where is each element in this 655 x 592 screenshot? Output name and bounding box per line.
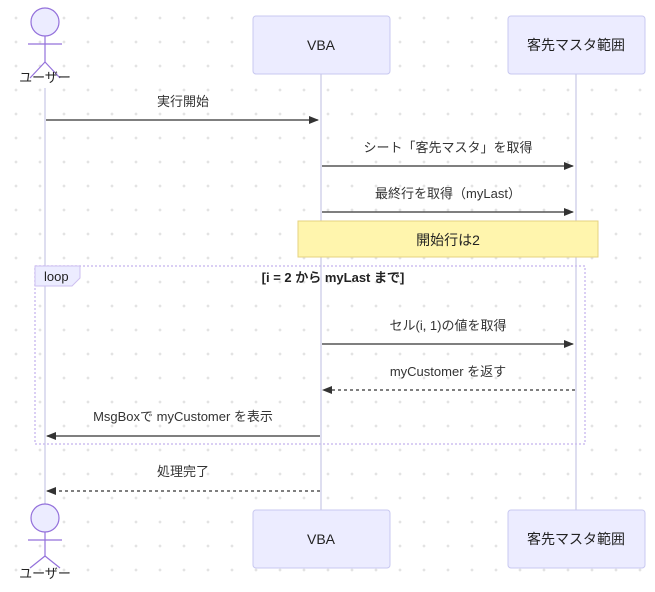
actor-user-bottom-label: ユーザー	[19, 566, 71, 581]
message-5: myCustomer を返す	[322, 364, 575, 394]
actor-user-label: ユーザー	[19, 70, 71, 85]
participant-range-bottom: 客先マスタ範囲	[507, 509, 646, 569]
message-7: 処理完了	[46, 464, 320, 495]
message-1: 実行開始	[46, 94, 319, 124]
loop-tab	[34, 265, 81, 287]
message-2: シート「客先マスタ」を取得	[322, 140, 574, 170]
note-box	[297, 220, 599, 258]
participant-vba-top: VBA	[252, 15, 391, 75]
message-6-text: MsgBoxで myCustomer を表示	[93, 409, 273, 424]
participant-range-bottom-label: 客先マスタ範囲	[527, 531, 625, 547]
message-4: セル(i, 1)の値を取得	[322, 318, 574, 348]
actor-user-top: ユーザー	[19, 7, 71, 85]
participant-vba-bottom-label: VBA	[307, 531, 336, 547]
message-3-text: 最終行を取得（myLast）	[375, 186, 521, 201]
message-2-text: シート「客先マスタ」を取得	[363, 140, 532, 155]
loop-frame: loop [i = 2 から myLast まで]	[34, 265, 586, 445]
participant-range-top: 客先マスタ範囲	[507, 15, 646, 75]
message-5-text: myCustomer を返す	[390, 364, 506, 379]
note-text: 開始行は2	[416, 232, 480, 248]
message-4-text: セル(i, 1)の値を取得	[389, 318, 506, 333]
message-7-text: 処理完了	[157, 464, 209, 479]
message-6: MsgBoxで myCustomer を表示	[46, 409, 320, 440]
participant-vba-bottom: VBA	[252, 509, 391, 569]
loop-label: loop	[44, 269, 69, 284]
note: 開始行は2	[297, 220, 599, 258]
participant-range-label: 客先マスタ範囲	[527, 37, 625, 53]
message-1-text: 実行開始	[157, 94, 209, 109]
participant-vba-label: VBA	[307, 37, 336, 53]
message-3: 最終行を取得（myLast）	[322, 186, 574, 216]
loop-condition: [i = 2 から myLast まで]	[262, 270, 405, 285]
actor-user-bottom: ユーザー	[19, 503, 71, 581]
